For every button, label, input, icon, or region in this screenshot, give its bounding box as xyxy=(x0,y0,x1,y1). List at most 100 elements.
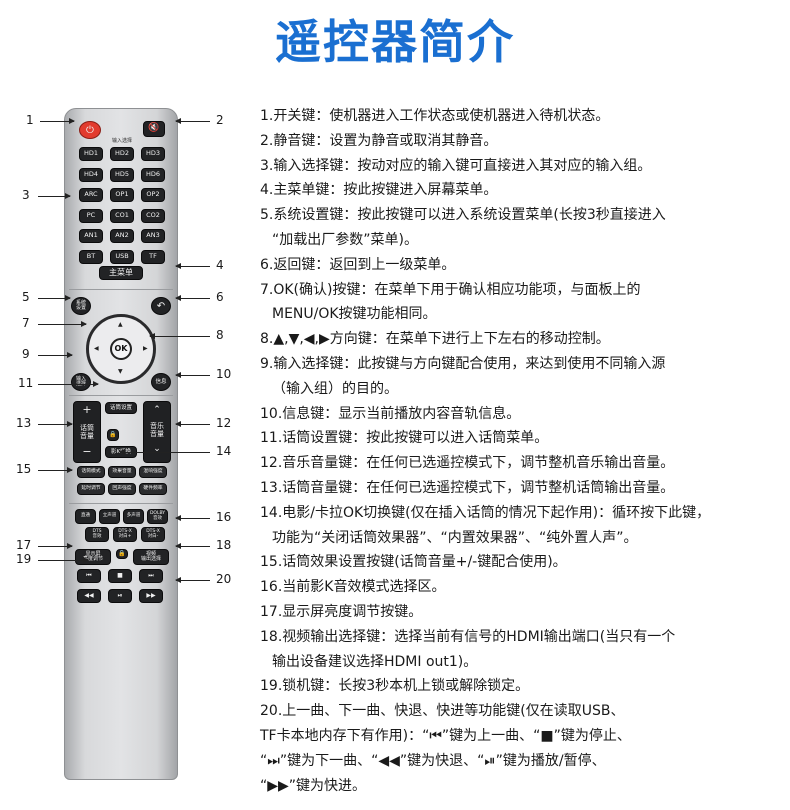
input-key-hd5[interactable]: HD5 xyxy=(110,167,134,182)
ok-button[interactable]: OK xyxy=(110,338,132,360)
key-description-line: 8.▲,▼,◀,▶方向键：在菜单下进行上下左右的移动控制。 xyxy=(260,331,610,348)
up-arrow-button[interactable]: ▲ xyxy=(118,321,123,328)
separator xyxy=(69,289,173,290)
music-volume-rocker[interactable]: ⌃ 音乐 音量 ⌄ xyxy=(143,401,171,463)
lock-button-small[interactable]: 🔒 xyxy=(107,429,119,441)
mic-effect-key[interactable]: 混响强度 xyxy=(139,466,167,478)
mic-settings-button[interactable]: 话筒设置 xyxy=(105,402,137,414)
playback-key[interactable]: ⏮ xyxy=(77,569,101,583)
page-title: 遥控器简介 xyxy=(275,15,515,69)
left-arrow-button[interactable]: ◀ xyxy=(94,345,99,352)
input-select-button[interactable]: 输入 选择 xyxy=(71,373,91,391)
sound-mode-key[interactable]: 立声道 xyxy=(99,509,120,524)
callout-arrow xyxy=(38,321,87,327)
callout-arrow xyxy=(149,333,210,339)
callout-arrow xyxy=(38,295,71,301)
lock-button[interactable]: 🔒 xyxy=(116,549,128,559)
sound-mode-key[interactable]: DTS 音效 xyxy=(85,527,109,542)
input-key-co1[interactable]: CO1 xyxy=(110,208,134,223)
input-key-pc[interactable]: PC xyxy=(79,208,103,223)
remote-control: ⏻ 🔇 输入选择 主菜单 系统 设置 ↶ OK ▲ ▼ ◀ ▶ 输入 选择 信息… xyxy=(64,108,178,780)
callout-number-6: 6 xyxy=(216,290,224,304)
key-description-line: 7.OK(确认)按键：在菜单下用于确认相应功能项，与面板上的 xyxy=(260,281,641,298)
callout-arrow xyxy=(38,381,99,387)
key-description-line: 12.音乐音量键：在任何已选遥控模式下，调节整机音乐输出音量。 xyxy=(260,455,675,472)
video-output-button[interactable]: 视频 输出选择 xyxy=(133,549,169,565)
input-key-hd6[interactable]: HD6 xyxy=(141,167,165,182)
input-key-hd2[interactable]: HD2 xyxy=(110,147,134,161)
sound-mode-key[interactable]: 直通 xyxy=(75,509,96,524)
playback-key[interactable]: ■ xyxy=(108,569,132,583)
mic-effect-key[interactable]: 回声强度 xyxy=(108,483,136,495)
callout-arrow xyxy=(119,449,210,455)
playback-key[interactable]: ▶▶ xyxy=(139,589,163,603)
mic-effect-key[interactable]: 延时调节 xyxy=(77,483,105,495)
key-description-line: 5.系统设置键：按此按键可以进入系统设置菜单(长按3秒直接进入 xyxy=(260,207,666,224)
key-description-line: 4.主菜单键：按此按键进入屏幕菜单。 xyxy=(260,182,498,199)
callout-arrow xyxy=(175,421,210,427)
input-key-co2[interactable]: CO2 xyxy=(141,208,165,223)
key-description-line: “加载出厂参数”菜单)。 xyxy=(272,231,418,248)
callout-arrow xyxy=(38,421,73,427)
brightness-button[interactable]: 显示屏 亮度调节 xyxy=(75,549,111,565)
callout-arrow xyxy=(175,543,210,549)
sound-mode-key[interactable]: DTS-X 对白+ xyxy=(113,527,137,542)
playback-key[interactable]: ⏭ xyxy=(139,569,163,583)
key-description-line: 3.输入选择键：按动对应的输入键可直接进入其对应的输入组。 xyxy=(260,157,652,174)
key-description-line: 6.返回键：返回到上一级菜单。 xyxy=(260,256,456,273)
key-description-line: 13.话筒音量键：在任何已选遥控模式下，调节整机话筒输出音量。 xyxy=(260,479,675,496)
callout-number-18: 18 xyxy=(216,538,232,552)
playback-key[interactable]: ◀◀ xyxy=(77,589,101,603)
input-key-an1[interactable]: AN1 xyxy=(79,229,103,243)
input-key-hd4[interactable]: HD4 xyxy=(79,167,103,182)
callout-number-2: 2 xyxy=(216,113,224,127)
key-description-line: 10.信息键：显示当前播放内容音轨信息。 xyxy=(260,405,521,422)
mic-effect-key[interactable]: 话筒模式 xyxy=(77,466,105,478)
sound-mode-key[interactable]: DOLBY 音效 xyxy=(147,509,168,524)
plus-icon: + xyxy=(82,403,92,416)
mic-effect-key[interactable]: 硬件频率 xyxy=(139,483,167,495)
input-key-hd3[interactable]: HD3 xyxy=(141,147,165,161)
input-key-an3[interactable]: AN3 xyxy=(141,229,165,243)
input-key-op2[interactable]: OP2 xyxy=(141,188,165,202)
input-key-tf[interactable]: TF xyxy=(141,249,165,264)
callout-arrow xyxy=(38,557,89,563)
mic-volume-rocker[interactable]: + 话筒 音量 − xyxy=(73,401,101,463)
right-arrow-button[interactable]: ▶ xyxy=(143,345,148,352)
mute-button[interactable]: 🔇 xyxy=(143,121,165,137)
mic-effect-key[interactable]: 效果音量 xyxy=(108,466,136,478)
callout-arrow xyxy=(40,118,75,124)
key-description-line: 20.上一曲、下一曲、快退、快进等功能键(仅在读取USB、 xyxy=(260,703,625,720)
key-description-line: （输入组）的目的。 xyxy=(272,380,398,397)
callout-number-20: 20 xyxy=(216,572,232,586)
playback-key[interactable]: ⏯ xyxy=(108,589,132,603)
key-description-line: 16.当前影K音效模式选择区。 xyxy=(260,579,446,596)
input-key-op1[interactable]: OP1 xyxy=(110,188,134,202)
key-description-line: 11.话筒设置键：按此按键可以进入话筒菜单。 xyxy=(260,430,549,447)
key-description-line: 15.话筒效果设置按键(话筒音量+/-键配合使用)。 xyxy=(260,554,567,571)
callout-arrow xyxy=(175,295,210,301)
key-description-line: 9.输入选择键：此按键与方向键配合使用，来达到使用不同输入源 xyxy=(260,355,666,372)
sound-mode-key[interactable]: DTS-X 对白- xyxy=(141,527,165,542)
main-menu-button[interactable]: 主菜单 xyxy=(99,266,143,280)
key-description-line: MENU/OK按键功能相同。 xyxy=(272,306,437,323)
lock-icon: 🔒 xyxy=(109,430,117,438)
callout-number-11: 11 xyxy=(18,376,34,390)
return-button[interactable]: ↶ xyxy=(151,297,171,315)
power-button[interactable]: ⏻ xyxy=(79,121,101,139)
key-description-line: 17.显示屏亮度调节按键。 xyxy=(260,603,423,620)
info-button[interactable]: 信息 xyxy=(151,373,171,391)
system-settings-button[interactable]: 系统 设置 xyxy=(71,297,91,315)
input-key-an2[interactable]: AN2 xyxy=(110,229,134,243)
down-arrow-button[interactable]: ▼ xyxy=(118,368,123,375)
callout-number-14: 14 xyxy=(216,444,232,458)
callout-number-1: 1 xyxy=(26,113,34,127)
input-key-arc[interactable]: ARC xyxy=(79,188,103,202)
minus-icon: − xyxy=(82,445,92,458)
callout-arrow xyxy=(175,515,210,521)
sound-mode-key[interactable]: 多声道 xyxy=(123,509,144,524)
input-key-hd1[interactable]: HD1 xyxy=(79,147,103,161)
callout-number-8: 8 xyxy=(216,328,224,342)
input-key-bt[interactable]: BT xyxy=(79,249,103,264)
input-key-usb[interactable]: USB xyxy=(110,249,134,264)
